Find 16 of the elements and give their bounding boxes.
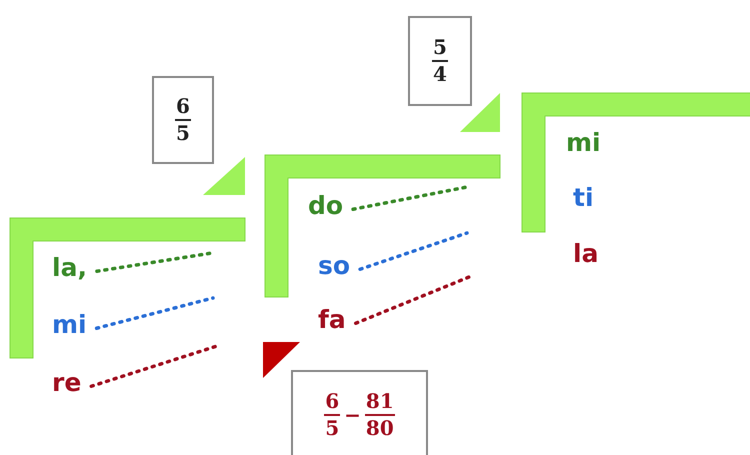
fraction-box: 6 5	[152, 76, 214, 164]
dotted-line	[95, 251, 214, 273]
syllable-label: mi	[52, 312, 87, 337]
dotted-line	[351, 185, 469, 211]
syllable-label: so	[318, 253, 350, 278]
syllable-label: la	[573, 241, 598, 266]
dotted-line	[94, 296, 215, 330]
syllable-label: mi	[566, 130, 601, 155]
syllable-label: re	[52, 370, 82, 395]
syllable-label: do	[308, 193, 344, 218]
dotted-line	[90, 344, 219, 388]
syllable-label: ti	[573, 185, 594, 210]
syllable-label: la,	[52, 255, 87, 280]
fraction-box: 5 4	[408, 16, 472, 106]
syllable-label: fa	[318, 307, 346, 332]
dotted-line	[358, 231, 469, 271]
